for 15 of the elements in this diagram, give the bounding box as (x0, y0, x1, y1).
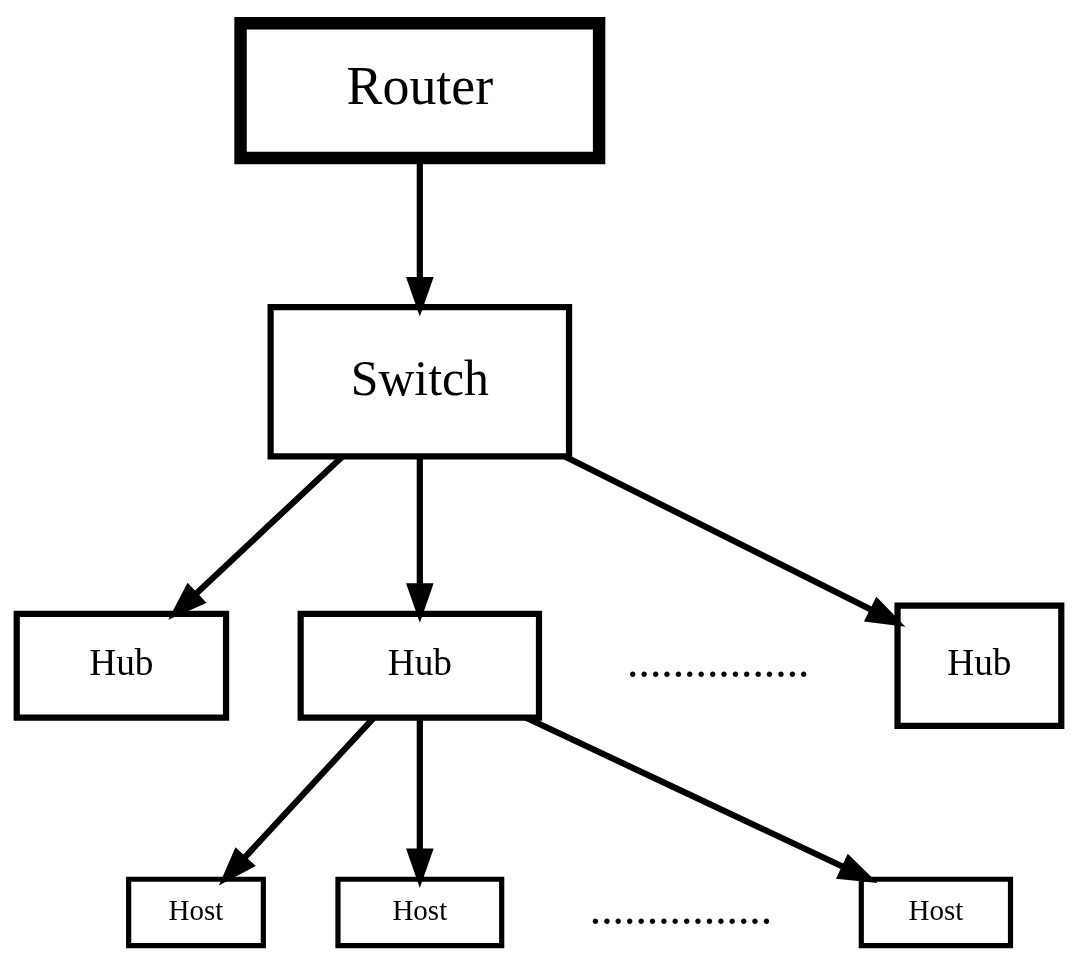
node-box: Router (234, 17, 606, 165)
node-box: Host (858, 876, 1014, 949)
label: ................ (589, 883, 773, 935)
node-box: Switch (267, 304, 573, 460)
node-box: Host (126, 876, 266, 949)
node-box: Hub (894, 602, 1065, 729)
arrow (406, 718, 434, 889)
label: ................ (627, 636, 810, 688)
node-box: Hub (297, 610, 543, 721)
arrow (406, 456, 434, 623)
arrow (524, 714, 878, 883)
node-box: Host (335, 876, 505, 949)
node-box: Hub (13, 610, 230, 721)
arrow (406, 158, 434, 317)
arrow (564, 453, 906, 627)
